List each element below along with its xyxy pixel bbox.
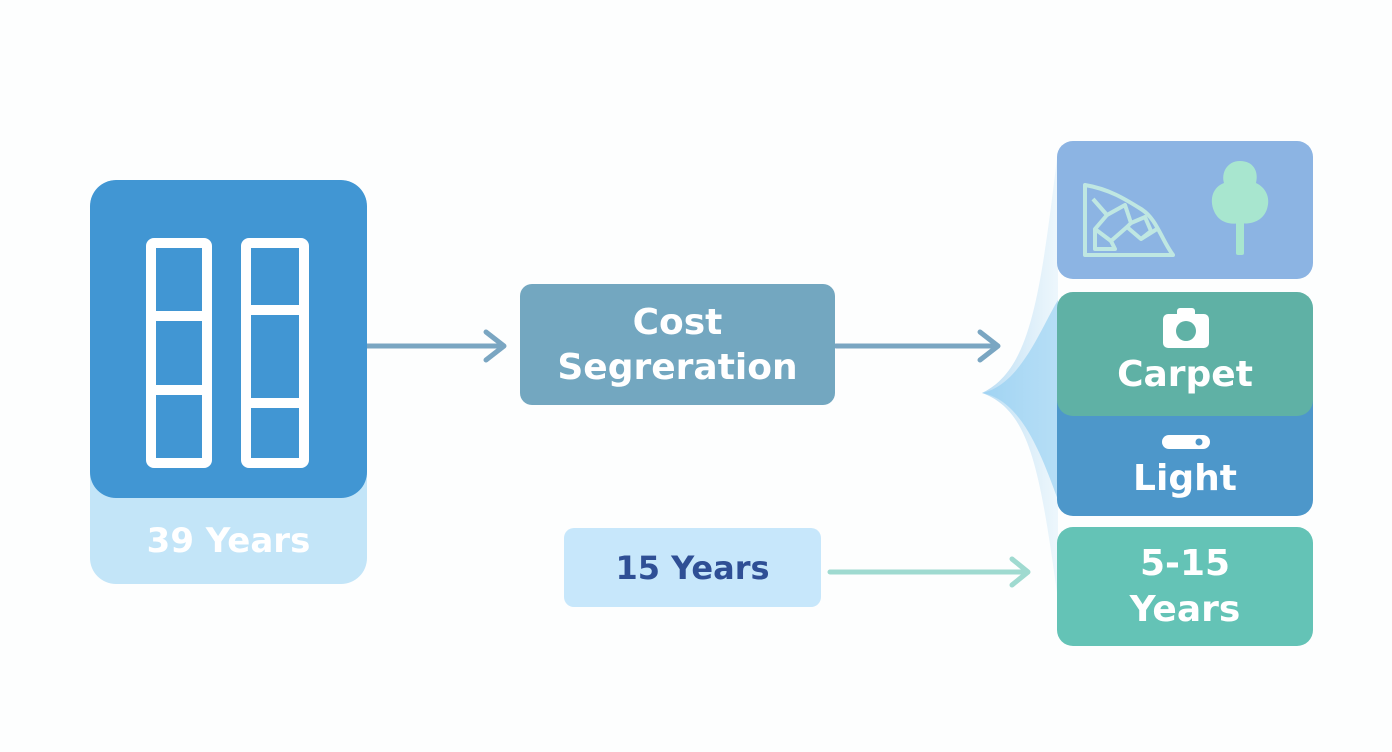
building-years-label: 39 Years xyxy=(146,521,311,561)
building-icon xyxy=(146,238,309,468)
cost-segregation-line2: Segreration xyxy=(557,346,798,388)
tree-icon xyxy=(1211,161,1269,255)
land-improvements-card xyxy=(1057,141,1313,279)
fifteen-years-label: 15 Years xyxy=(615,548,770,587)
cost-segregation-line1: Cost xyxy=(632,301,723,343)
arrow-fifteen-to-years-head xyxy=(1009,556,1031,588)
building-card-top xyxy=(90,180,367,498)
light-label: Light xyxy=(1133,458,1237,499)
carpet-card: Carpet xyxy=(1057,292,1313,416)
years-card-line1: 5-15 xyxy=(1139,542,1231,584)
light-card: Light xyxy=(1057,400,1313,516)
fifteen-years-box: 15 Years xyxy=(564,528,821,607)
cost-segregation-box: Cost Segreration xyxy=(520,284,835,405)
five-to-fifteen-years-card: 5-15 Years xyxy=(1057,527,1313,646)
land-improvement-icon xyxy=(1083,183,1175,257)
carpet-label: Carpet xyxy=(1117,354,1253,395)
camera-icon xyxy=(1163,308,1209,348)
arrow-building-to-costseg-head xyxy=(483,329,507,363)
years-card-line2: Years xyxy=(1129,588,1241,630)
light-fixture-icon xyxy=(1162,435,1210,449)
building-card: 39 Years xyxy=(90,180,367,584)
split-fan-core xyxy=(982,300,1058,500)
arrow-costseg-to-split-head xyxy=(977,329,1001,363)
